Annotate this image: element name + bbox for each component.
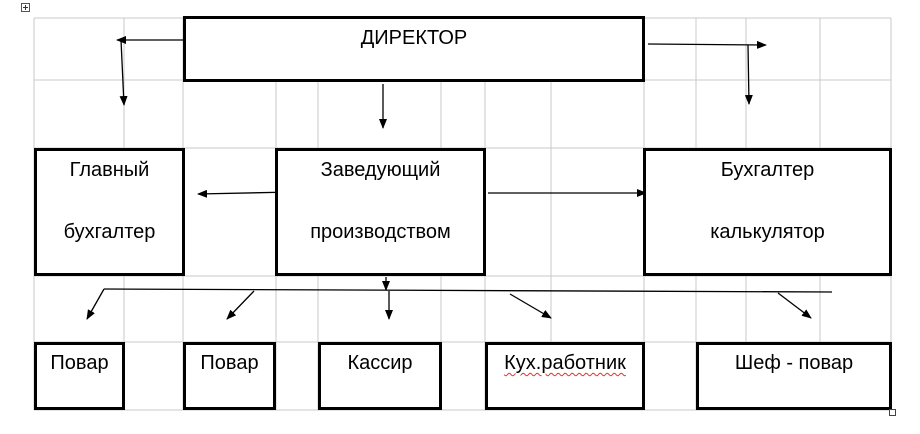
cashier-box: Кассир [318, 342, 442, 410]
director-box: ДИРЕКТОР [183, 16, 645, 82]
arrow-right-down [744, 44, 753, 105]
arrow-to-cook-2 [226, 290, 255, 320]
table-resize-handle-icon[interactable] [889, 409, 896, 416]
arrow-to-cook-1 [86, 288, 105, 320]
chef-box: Шеф - повар [696, 342, 892, 410]
accountant-calculator-line-1: Бухгалтер [720, 159, 815, 181]
chief-accountant-line-1: Главный [69, 159, 150, 181]
production-manager-line-1: Заведующий [320, 159, 441, 181]
production-manager-line-2: производством [310, 221, 451, 243]
kitchen-worker-label: Кух.работник [504, 352, 626, 374]
arrow-to-chef [777, 292, 812, 319]
arrow-director-right [647, 40, 767, 49]
chef-label: Шеф - повар [734, 352, 854, 374]
accountant-calculator-box: Бухгалтер калькулятор [643, 148, 892, 276]
arrow-left-down [119, 39, 128, 106]
cook-label-2: Повар [200, 352, 259, 374]
chief-accountant-line-2: бухгалтер [63, 221, 156, 243]
cook-label-1: Повар [50, 352, 109, 374]
staff-bus-line [103, 288, 833, 293]
table-move-handle-icon[interactable] [21, 3, 30, 12]
chief-accountant-box: Главный бухгалтер [34, 148, 185, 276]
kitchen-worker-box: Кух.работник [485, 342, 645, 410]
production-manager-box: Заведующий производством [275, 148, 486, 276]
cashier-label: Кассир [347, 352, 413, 374]
arrow-to-kitchen-worker [509, 293, 552, 319]
accountant-calculator-line-2: калькулятор [710, 221, 825, 243]
cook-box-1: Повар [34, 342, 125, 410]
director-label: ДИРЕКТОР [360, 27, 468, 49]
cook-box-2: Повар [183, 342, 276, 410]
